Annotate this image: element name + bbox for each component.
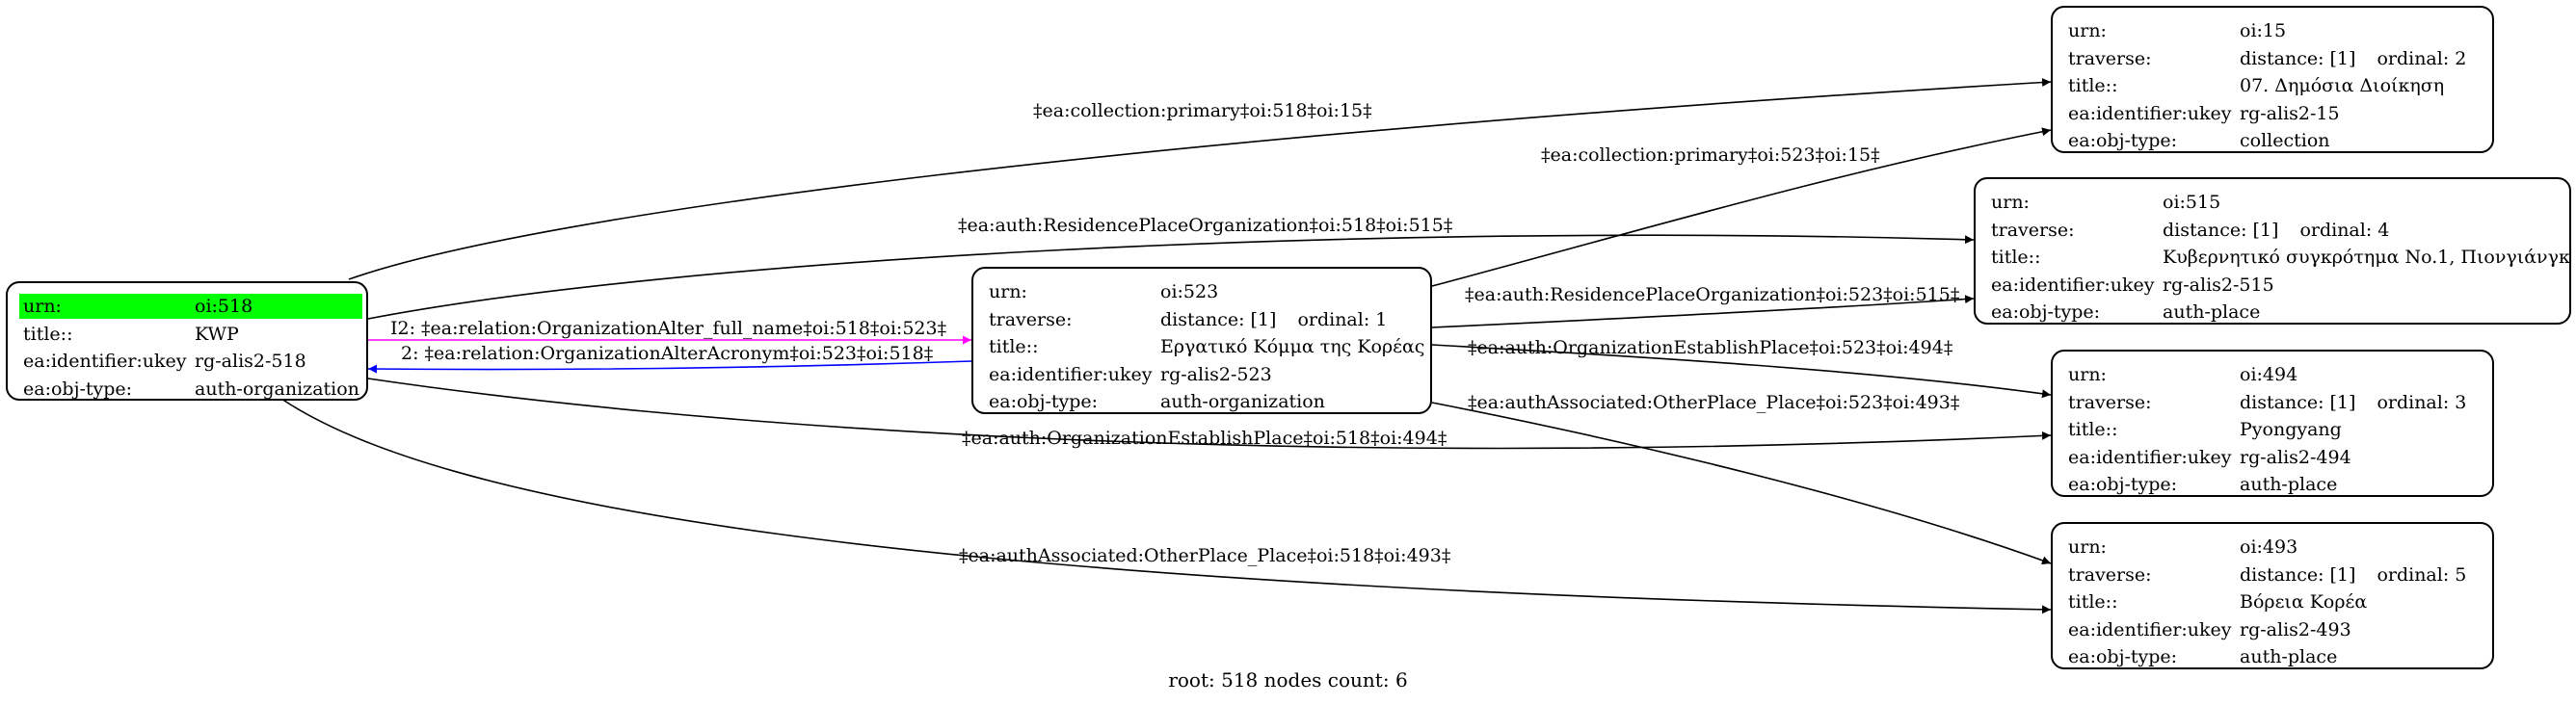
node-row-traverse: traverse: distance: [1] ordinal: 5 <box>2068 563 2467 586</box>
node-row-ukey: ea:identifier:ukey rg-alis2-515 <box>1991 274 2274 296</box>
graph-footer: root: 518 nodes count: 6 <box>1168 668 1408 692</box>
node-row-ukey: ea:identifier:ukey rg-alis2-523 <box>989 363 1272 385</box>
node-row-traverse: traverse: distance: [1] ordinal: 1 <box>989 308 1388 330</box>
node-row-obj-type: ea:obj-type: auth-place <box>2068 646 2338 668</box>
node-row-obj-type: ea:obj-type: auth-organization <box>989 391 1325 413</box>
edge-label-518-15: ‡ea:collection:primary‡oi:518‡oi:15‡ <box>1033 100 1372 121</box>
node-row-title: title:: Βόρεια Κορέα <box>2068 591 2368 614</box>
node-oi-15[interactable]: urn: oi:15 traverse: distance: [1] ordin… <box>2051 6 2494 153</box>
edge-518-494 <box>367 378 2052 450</box>
node-oi-494[interactable]: urn: oi:494 traverse: distance: [1] ordi… <box>2051 350 2494 497</box>
node-row-title: title:: Pyongyang <box>2068 419 2342 441</box>
node-oi-515[interactable]: urn: oi:515 traverse: distance: [1] ordi… <box>1974 177 2571 325</box>
node-row-title: title:: 07. Δημόσια Διοίκηση <box>2068 75 2445 97</box>
node-row-urn: urn: oi:523 <box>989 281 1219 303</box>
edge-523-515 <box>1431 295 1975 328</box>
node-oi-523[interactable]: urn: oi:523 traverse: distance: [1] ordi… <box>971 267 1432 414</box>
edge-label-523-493: ‡ea:authAssociated:OtherPlace_Place‡oi:5… <box>1468 392 1959 413</box>
edge-label-518-523: I2: ‡ea:relation:OrganizationAlter_full_… <box>390 318 946 339</box>
node-row-urn: urn: oi:518 <box>19 293 366 321</box>
node-oi-493[interactable]: urn: oi:493 traverse: distance: [1] ordi… <box>2051 522 2494 669</box>
node-row-title: title:: Εργατικό Κόμμα της Κορέας <box>989 336 1425 358</box>
edge-523-493 <box>1431 402 2052 565</box>
edge-label-518-515: ‡ea:auth:ResidencePlaceOrganization‡oi:5… <box>958 215 1452 236</box>
node-row-traverse: traverse: distance: [1] ordinal: 2 <box>2068 47 2467 69</box>
edge-518-493 <box>280 398 2052 614</box>
edge-518-15 <box>348 78 2052 280</box>
node-row-traverse: traverse: distance: [1] ordinal: 4 <box>1991 219 2390 241</box>
node-row-urn: urn: oi:493 <box>2068 536 2298 559</box>
edge-523-494 <box>1431 344 2052 399</box>
node-row-ukey: ea:identifier:ukey rg-alis2-518 <box>23 351 306 373</box>
edge-518-515 <box>367 234 1975 320</box>
edge-523-15 <box>1431 127 2052 287</box>
edge-label-518-493: ‡ea:authAssociated:OtherPlace_Place‡oi:5… <box>959 545 1450 566</box>
node-row-traverse: traverse: distance: [1] ordinal: 3 <box>2068 391 2467 413</box>
edge-523-518 <box>367 360 972 374</box>
node-oi-518[interactable]: urn: oi:518 title:: KWP ea:identifier:uk… <box>6 281 368 401</box>
node-row-urn: urn: oi:15 <box>2068 20 2287 42</box>
edge-label-523-494: ‡ea:auth:OrganizationEstablishPlace‡oi:5… <box>1468 337 1952 358</box>
edge-label-523-518: 2: ‡ea:relation:OrganizationAlterAcronym… <box>401 343 933 364</box>
node-row-ukey: ea:identifier:ukey rg-alis2-15 <box>2068 102 2340 124</box>
edge-label-518-494: ‡ea:auth:OrganizationEstablishPlace‡oi:5… <box>962 428 1447 449</box>
node-row-title: title:: Κυβερνητικό συγκρότημα No.1, Πιο… <box>1991 247 2570 269</box>
node-row-obj-type: ea:obj-type: auth-place <box>2068 474 2338 496</box>
node-row-ukey: ea:identifier:ukey rg-alis2-494 <box>2068 446 2351 468</box>
node-row-obj-type: ea:obj-type: collection <box>2068 130 2330 152</box>
node-row-urn: urn: oi:515 <box>1991 192 2221 214</box>
node-row-title: title:: KWP <box>23 323 239 345</box>
node-row-urn: urn: oi:494 <box>2068 364 2298 386</box>
node-row-obj-type: ea:obj-type: auth-place <box>1991 301 2261 324</box>
edge-label-523-15: ‡ea:collection:primary‡oi:523‡oi:15‡ <box>1541 144 1880 166</box>
node-row-ukey: ea:identifier:ukey rg-alis2-493 <box>2068 618 2351 640</box>
node-row-obj-type: ea:obj-type: auth-organization <box>23 378 359 400</box>
edge-label-523-515: ‡ea:auth:ResidencePlaceOrganization‡oi:5… <box>1465 284 1959 305</box>
